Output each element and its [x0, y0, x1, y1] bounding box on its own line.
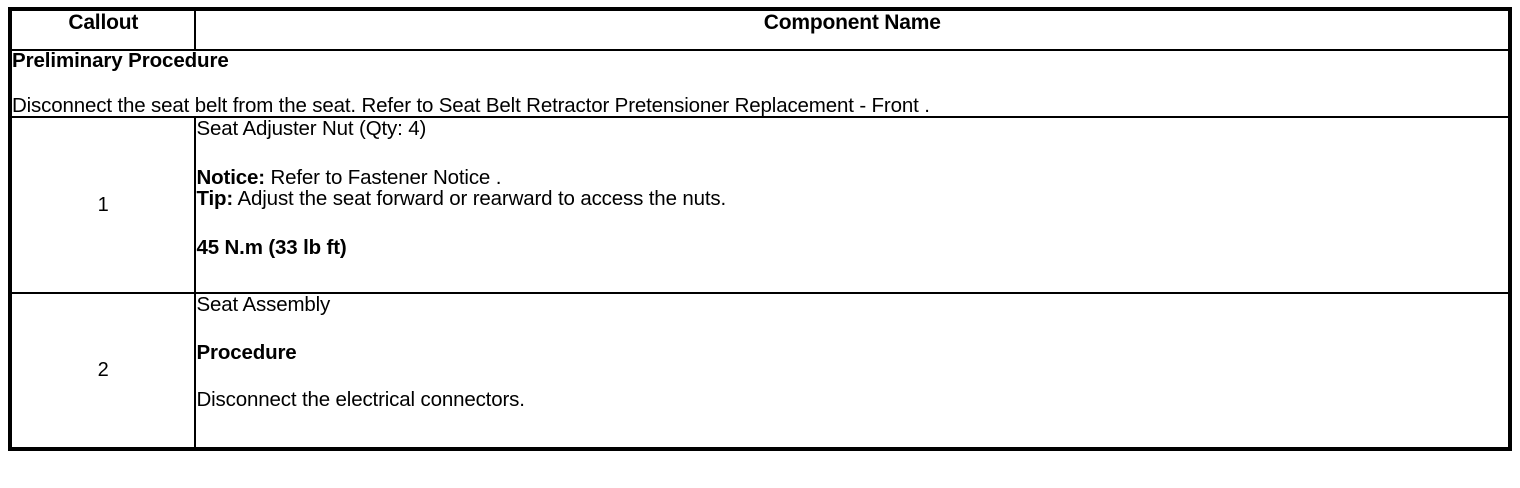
- column-header-callout: Callout: [8, 8, 197, 51]
- tip-text: Adjust the seat forward or rearward to a…: [233, 187, 727, 211]
- spacer: [196, 210, 1508, 237]
- callout-number-2: 2: [8, 292, 197, 450]
- tip-line: Tip: Adjust the seat forward or rearward…: [196, 188, 1508, 210]
- table-row: 1 Seat Adjuster Nut (Qty: 4) Notice: Ref…: [8, 116, 1511, 294]
- component-details-2: Seat Assembly Procedure Disconnect the e…: [194, 292, 1511, 450]
- spacer: [12, 78, 1508, 96]
- spacer: [196, 140, 1508, 167]
- tip-label: Tip:: [196, 187, 234, 211]
- spacer: [196, 363, 1508, 389]
- spacer: [196, 316, 1508, 342]
- table-row: 2 Seat Assembly Procedure Disconnect the…: [8, 292, 1511, 450]
- column-header-component-name: Component Name: [194, 8, 1511, 51]
- procedure-heading: Procedure: [196, 340, 297, 364]
- table-header-row: Callout Component Name: [8, 8, 1511, 51]
- component-name-2: Seat Assembly: [196, 293, 331, 316]
- notice-line: Notice: Refer to Fastener Notice .: [196, 165, 1508, 189]
- preliminary-procedure-row: Preliminary Procedure Disconnect the sea…: [9, 49, 1511, 118]
- torque-specification: 45 N.m (33 lb ft): [196, 235, 347, 259]
- callout-number-1: 1: [8, 116, 197, 294]
- service-procedure-table: Callout Component Name Preliminary Proce…: [8, 7, 1512, 451]
- component-details-1: Seat Adjuster Nut (Qty: 4) Notice: Refer…: [194, 116, 1511, 294]
- procedure-step: Disconnect the electrical connectors.: [196, 388, 525, 412]
- notice-text: Refer to Fastener Notice .: [264, 165, 502, 189]
- preliminary-procedure-title: Preliminary Procedure: [12, 49, 229, 72]
- component-name-1: Seat Adjuster Nut (Qty: 4): [196, 117, 427, 140]
- notice-label: Notice:: [196, 165, 265, 189]
- preliminary-procedure-text: Disconnect the seat belt from the seat. …: [12, 93, 930, 117]
- preliminary-procedure-cell: Preliminary Procedure Disconnect the sea…: [9, 49, 1511, 118]
